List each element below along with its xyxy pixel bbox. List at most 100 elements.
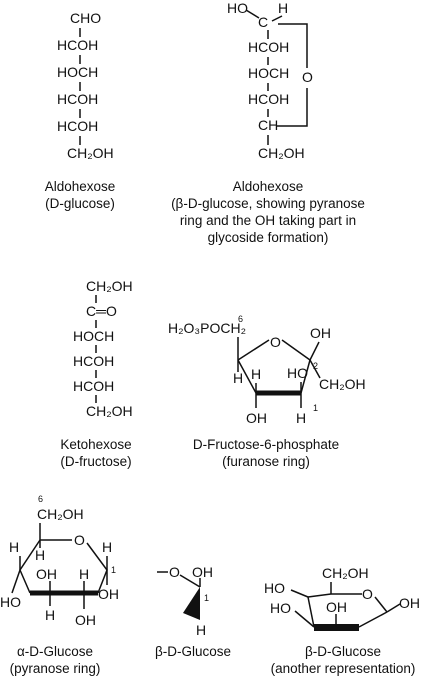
chain-atom: HOCH — [248, 65, 289, 81]
bond — [179, 574, 201, 588]
chain-atom: CHO — [70, 10, 101, 26]
ring-oxygen: O — [74, 532, 85, 548]
ring-bond — [281, 339, 311, 361]
alpha-glucose-structure: 6 CH₂OH O H H HO OH H H OH H 1 OH — [0, 494, 119, 628]
ring-oxygen: O — [270, 334, 281, 350]
h-label: H — [102, 539, 112, 555]
bond — [290, 589, 309, 598]
ch2oh-label: CH₂OH — [322, 565, 369, 581]
chain-atom: HCOH — [57, 37, 98, 53]
ho-label: HO — [227, 0, 248, 16]
chain-atom: HOCH — [73, 328, 114, 344]
chain-atom: HCOH — [57, 91, 98, 107]
pyranose-caption-line2: (β-D-glucose, showing pyranose — [171, 196, 365, 211]
oh-label: OH — [36, 566, 57, 582]
oh-label: OH — [399, 595, 420, 611]
h-label-left: H — [233, 370, 243, 386]
pyranose-caption-line1: Aldohexose — [233, 179, 304, 194]
o-label: O — [169, 564, 180, 580]
beta-glucose-chair-caption-line2: (another representation) — [271, 661, 416, 676]
beta-glucose-chair-caption-line1: β-D-Glucose — [305, 644, 381, 659]
aldohexose-caption-line1: Aldohexose — [45, 179, 116, 194]
h-label: H — [278, 0, 288, 16]
ring-oxygen: O — [362, 586, 373, 602]
chain-atom: HCOH — [73, 378, 114, 394]
chain-atom: CH — [258, 117, 278, 133]
ketohexose-fructose-structure: CH₂OH C═O HOCH HCOH HCOH CH₂OH — [73, 278, 133, 419]
ring-bond — [278, 23, 308, 68]
ho-label: HO — [264, 580, 285, 596]
chain-atom: HOCH — [57, 64, 98, 80]
ho-label: HO — [270, 600, 291, 616]
chain-atom: HCOH — [73, 353, 114, 369]
bond — [271, 15, 283, 22]
ring-bond — [237, 339, 270, 361]
bond — [11, 569, 21, 594]
bond — [309, 341, 320, 361]
ring-bond — [358, 611, 388, 628]
ring-bond — [307, 593, 332, 598]
beta-glucose-fragment-structure: O OH 1 H — [157, 564, 213, 638]
wedge-bond — [183, 587, 200, 620]
aldohexose-pyranose-structure: HO H C HCOH HOCH HCOH CH CH₂OH O — [227, 0, 313, 161]
bond — [386, 603, 401, 613]
ch2oh-label: CH₂OH — [37, 506, 84, 522]
oh-label-bottom: OH — [246, 410, 267, 426]
f6p-caption-line2: (furanose ring) — [222, 454, 310, 469]
alpha-glucose-caption-line2: (pyranose ring) — [10, 661, 101, 676]
carbon-1-number: 1 — [204, 593, 209, 603]
oh-label: OH — [98, 586, 119, 602]
ho-label: HO — [287, 365, 308, 381]
ketohexose-caption-line2: (D-fructose) — [60, 454, 131, 469]
carbon-1-number: 1 — [313, 403, 318, 413]
ring-bond — [374, 596, 388, 613]
beta-glucose-chair-structure: CH₂OH O HO HO OH OH — [264, 565, 420, 631]
chain-atom: C═O — [86, 303, 117, 319]
oh-label: OH — [75, 612, 96, 628]
oh-label: OH — [192, 564, 213, 580]
chain-atom: HCOH — [248, 91, 289, 107]
c1-label: C — [258, 14, 268, 30]
h-label: H — [45, 607, 55, 623]
f6p-caption-line1: D-Fructose-6-phosphate — [193, 437, 339, 452]
ho-left-label: HO — [0, 594, 21, 610]
bond — [245, 9, 260, 19]
ring-bond — [277, 88, 308, 127]
pyranose-caption-line4: glycoside formation) — [208, 230, 329, 245]
ring-bond — [237, 359, 257, 394]
ring-oxygen: O — [302, 69, 313, 85]
anomeric-oh-label: OH — [310, 325, 331, 341]
aldohexose-caption-line2: (D-glucose) — [45, 196, 115, 211]
fructose-6-phosphate-structure: H₂O₃POCH₂ 6 O OH 2 CH₂OH 1 H H OH HO H — [168, 314, 366, 426]
ch2oh-label: CH₂OH — [319, 376, 366, 392]
bond — [294, 610, 315, 628]
carbon-2-number: 2 — [313, 361, 318, 371]
aldohexose-glucose-structure: CHO HCOH HOCH HCOH HCOH CH₂OH — [57, 10, 114, 161]
chain-atom: HCOH — [248, 39, 289, 55]
phosphate-group-label: H₂O₃POCH₂ — [168, 320, 246, 336]
h-label: H — [35, 547, 45, 563]
chain-atom: CH₂OH — [258, 145, 305, 161]
oh-label: OH — [326, 599, 347, 615]
carbon-6-number: 6 — [238, 314, 243, 324]
h-label-inner: H — [251, 366, 261, 382]
ketohexose-caption-line1: Ketohexose — [60, 437, 131, 452]
carbon-6-number: 6 — [38, 494, 43, 504]
ring-bond-bold — [314, 624, 359, 631]
chain-atom: CH₂OH — [86, 403, 133, 419]
ring-bond — [300, 359, 311, 394]
ring-bond — [307, 596, 315, 628]
h-label-bottom: H — [296, 410, 306, 426]
pyranose-caption-line3: ring and the OH taking part in — [180, 213, 356, 228]
alpha-glucose-caption-line1: α-D-Glucose — [17, 644, 93, 659]
beta-glucose-fragment-caption: β-D-Glucose — [155, 644, 231, 659]
bond — [309, 359, 321, 379]
h-label: H — [196, 622, 206, 638]
carbon-1-number: 1 — [111, 565, 116, 575]
h-label: H — [79, 566, 89, 582]
chain-atom: CH₂OH — [86, 278, 133, 294]
chain-atom: CH₂OH — [67, 145, 114, 161]
chain-atom: HCOH — [57, 118, 98, 134]
h-label: H — [9, 539, 19, 555]
